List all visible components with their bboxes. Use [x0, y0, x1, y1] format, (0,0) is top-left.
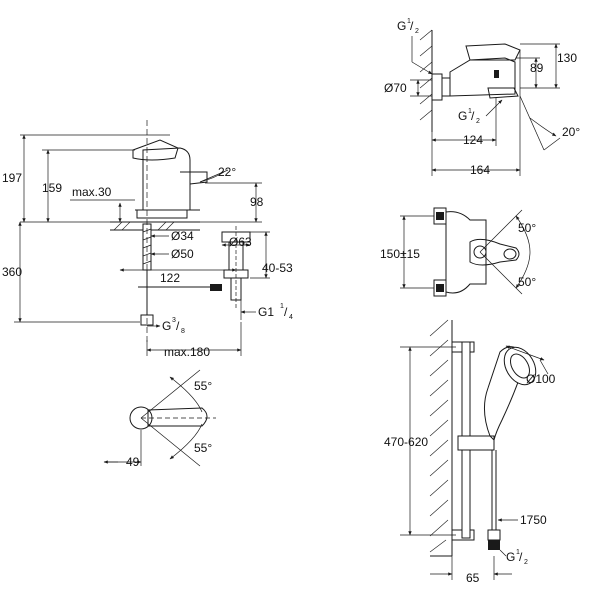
- dim-front-angle-down: 50°: [518, 275, 536, 289]
- svg-text:/: /: [176, 319, 180, 333]
- basin-lever-top-view: 55° 55° 49: [103, 369, 216, 469]
- dim-reach: 122: [160, 271, 180, 285]
- dim-hose-thread-sub: 2: [524, 559, 528, 566]
- svg-text:/: /: [519, 550, 523, 564]
- dim-inlet-thread: G: [397, 19, 406, 33]
- dim-max-width: max.180: [164, 345, 210, 359]
- dim-spout-reach: 124: [463, 133, 483, 147]
- shower-slider: [457, 435, 495, 451]
- dim-mount-dia: Ø34: [171, 229, 194, 243]
- bath-mixer-body: [449, 57, 516, 97]
- dim-waste-dia: Ø63: [229, 235, 252, 249]
- dim-waste-thread: G1: [258, 305, 274, 319]
- svg-text:/: /: [410, 19, 414, 33]
- dim-hole-dia: Ø50: [171, 247, 194, 261]
- dim-height-total: 130: [557, 51, 577, 65]
- bath-mixer-spout: [487, 87, 519, 99]
- dim-supply-thread: G: [162, 319, 171, 333]
- basin-lever-handle: [147, 407, 208, 427]
- dim-max-depth: max.30: [72, 185, 112, 199]
- bath-mixer-front-body: [445, 211, 487, 294]
- dim-spout-drop: 98: [250, 195, 264, 209]
- dim-supply-thread-sub: 8: [181, 328, 185, 335]
- bath-mixer-lever: [465, 43, 521, 61]
- dim-outlet-thread: G: [458, 109, 467, 123]
- basin-mixer-body: [142, 147, 191, 211]
- bath-mixer-front-view: 150±15 50° 50°: [380, 207, 536, 297]
- dim-spout-height: 159: [42, 181, 62, 195]
- dim-outlet-thread-sup: 1: [468, 108, 472, 115]
- dim-waste-thread-sup: 1: [280, 303, 284, 310]
- dim-lever-length: 49: [126, 455, 140, 469]
- dim-overall-height: 197: [2, 171, 22, 185]
- dim-outlet-thread-sub: 2: [476, 118, 480, 125]
- dim-inlet-thread-sup: 1: [407, 18, 411, 25]
- bath-mixer-side-view: G 1 / 2 Ø70 130 89 G 1 / 2 124 164: [384, 18, 580, 177]
- dim-flange-dia: Ø70: [384, 81, 407, 95]
- svg-text:/: /: [284, 305, 288, 319]
- dim-head-dia: Ø100: [526, 372, 556, 386]
- dim-rail-range: 470-620: [384, 435, 428, 449]
- dim-hose-thread: G: [506, 550, 515, 564]
- bath-mixer-front-lever: [469, 238, 520, 266]
- dim-inlet-thread-sub: 2: [415, 28, 419, 35]
- dim-hose-thread-sup: 1: [516, 549, 520, 556]
- dim-waste-range: 40-53: [262, 261, 293, 275]
- dim-hose-length: 1750: [520, 513, 547, 527]
- dim-wall-offset: 65: [466, 571, 480, 585]
- basin-mixer-lever: [132, 139, 179, 161]
- dim-bath-spout-angle: 20°: [562, 125, 580, 139]
- svg-text:/: /: [471, 109, 475, 123]
- dim-overall-reach: 164: [470, 163, 490, 177]
- basin-mixer-drawing: 197 159 max.30 22° 98 Ø34 Ø50 360 122 Ø6…: [2, 120, 293, 359]
- shower-set-drawing: Ø100 470-620 1750 G 1 / 2 65: [384, 319, 556, 585]
- dim-lever-angle-down: 55°: [194, 441, 212, 455]
- dim-waste-thread-sub: 4: [289, 314, 293, 321]
- dim-spout-angle: 22°: [218, 165, 236, 179]
- dim-centres: 150±15: [380, 247, 420, 261]
- dim-lever-angle-up: 55°: [194, 379, 212, 393]
- dim-below-height: 360: [2, 265, 22, 279]
- dim-supply-thread-sup: 3: [172, 317, 176, 324]
- basin-mixer-spout: [180, 171, 208, 185]
- dim-height-spout: 89: [530, 61, 544, 75]
- dim-front-angle-up: 50°: [518, 221, 536, 235]
